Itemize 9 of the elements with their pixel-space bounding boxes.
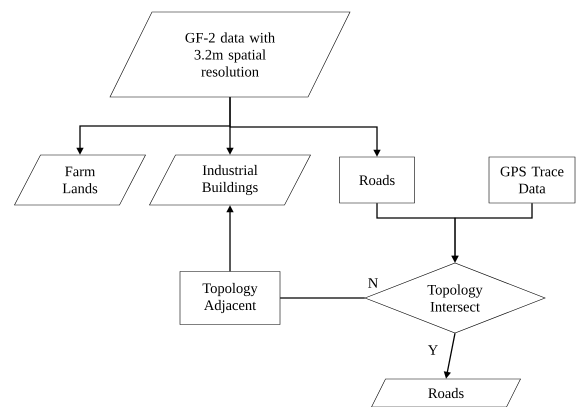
input-parallelogram: GF-2 data with 3.2m spatial resolution <box>110 12 350 98</box>
output-parallelogram: Industrial Buildings <box>149 154 311 206</box>
process-box: GPS Trace Data <box>488 156 576 204</box>
process-box: Topology Adjacent <box>180 271 280 325</box>
output-parallelogram: Roads <box>371 378 521 407</box>
output-parallelogram: Farm Lands <box>14 154 146 206</box>
edge-label: N <box>368 278 378 288</box>
process-box: Roads <box>339 156 415 204</box>
edge-label: Y <box>428 345 438 355</box>
